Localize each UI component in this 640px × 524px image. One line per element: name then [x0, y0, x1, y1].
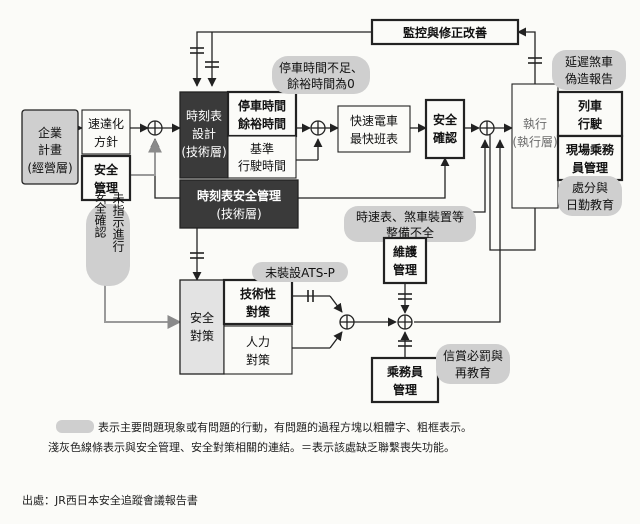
- not-enforced-callout: 未指示進行 安全確認: [86, 189, 130, 286]
- legend-swatch: [56, 420, 94, 433]
- svg-text:快速電車: 快速電車: [350, 114, 398, 128]
- svg-text:確認: 確認: [433, 130, 457, 145]
- sum-node-2: [310, 120, 326, 136]
- sum-nodes: [147, 120, 495, 330]
- break-marks: [190, 47, 542, 347]
- svg-text:安全: 安全: [190, 310, 214, 325]
- svg-text:偽造報告: 偽造報告: [565, 72, 613, 86]
- svg-text:停車時間: 停車時間: [238, 98, 286, 113]
- svg-text:行駛: 行駛: [577, 116, 603, 131]
- svg-text:整備不全: 整備不全: [386, 225, 434, 240]
- svg-text:管理: 管理: [94, 180, 118, 195]
- svg-text:時速表、煞車裝置等: 時速表、煞車裝置等: [356, 210, 464, 224]
- not-enforced-col-2: 安全確認: [93, 189, 107, 238]
- svg-text:方針: 方針: [94, 134, 118, 149]
- svg-text:(經營層): (經營層): [27, 161, 72, 175]
- svg-text:列車: 列車: [578, 98, 602, 113]
- svg-text:(技術層): (技術層): [181, 145, 226, 159]
- svg-text:安全: 安全: [433, 112, 458, 127]
- svg-text:計畫: 計畫: [38, 142, 62, 157]
- svg-text:員管理: 員管理: [571, 160, 608, 175]
- svg-text:對策: 對策: [246, 353, 270, 367]
- monitor-box: 監控與修正改善: [370, 18, 520, 46]
- svg-text:現場乘務: 現場乘務: [566, 142, 615, 157]
- svg-text:日勤教育: 日勤教育: [566, 197, 614, 212]
- svg-text:餘裕時間: 餘裕時間: [238, 116, 286, 131]
- crew-management-box: 乘務員 管理: [370, 356, 440, 404]
- svg-text:最快班表: 最快班表: [350, 132, 398, 146]
- speedometer-problem-callout: 時速表、煞車裝置等 整備不全: [344, 206, 476, 242]
- svg-text:基準: 基準: [250, 141, 274, 156]
- svg-text:信賞必罰與: 信賞必罰與: [443, 349, 503, 363]
- base-time-box: 基準 行駛時間: [227, 135, 297, 179]
- safety-management-box: 安全 管理: [80, 154, 132, 202]
- human-measures-box: 人力 對策: [223, 325, 293, 375]
- source-note: 出處：JR西日本安全追蹤會議報告書: [22, 493, 198, 507]
- speed-policy-box: 速達化 方針: [81, 109, 131, 155]
- svg-text:(執行層): (執行層): [512, 135, 557, 149]
- stop-time-problem-callout: 停車時間不足、 餘裕時間為0: [272, 56, 370, 94]
- svg-text:對策: 對策: [246, 304, 271, 319]
- safety-check-box: 安全 確認: [424, 98, 466, 160]
- execution-box: 執行 (執行層): [511, 83, 559, 209]
- svg-text:(技術層): (技術層): [216, 207, 261, 221]
- svg-text:餘裕時間為0: 餘裕時間為0: [287, 76, 355, 91]
- svg-text:行駛時間: 行駛時間: [238, 159, 286, 173]
- reward-punish-callout: 信賞必罰與 再教育: [436, 344, 510, 384]
- sum-node-3: [479, 120, 495, 136]
- caption-line-1: 表示主要問題現象或有問題的行動，有問題的過程方塊以粗體字、粗框表示。: [98, 420, 472, 434]
- not-enforced-col-1: 未指示進行: [111, 192, 125, 252]
- svg-text:停車時間不足、: 停車時間不足、: [279, 60, 363, 75]
- train-run-box: 列車 行駛: [556, 90, 624, 138]
- site-crew-management-box: 現場乘務 員管理: [556, 134, 624, 182]
- svg-text:速達化: 速達化: [88, 117, 124, 131]
- sum-node-1: [147, 120, 163, 136]
- svg-text:延遲煞車: 延遲煞車: [565, 55, 613, 69]
- svg-text:管理: 管理: [393, 382, 417, 397]
- svg-text:未裝設ATS-P: 未裝設ATS-P: [265, 265, 335, 280]
- safety-measures-box: 安全 對策: [179, 279, 225, 375]
- caption-line-2: 淺灰色線條表示與安全管理、安全對策相關的連結。＝表示該處缺乏聯繫喪失功能。: [48, 440, 455, 454]
- punishment-callout: 處分與 日勤教育: [558, 176, 622, 216]
- express-timetable-box: 快速電車 最快班表: [337, 105, 411, 153]
- svg-text:安全: 安全: [94, 162, 119, 177]
- svg-text:設計: 設計: [192, 126, 216, 141]
- svg-text:處分與: 處分與: [572, 181, 608, 195]
- ats-missing-callout: 未裝設ATS-P: [252, 262, 348, 282]
- connector-lines: [73, 27, 536, 358]
- sum-node-5: [397, 314, 413, 330]
- svg-text:維護: 維護: [393, 244, 418, 259]
- timetable-design-box: 時刻表 設計 (技術層): [179, 91, 229, 179]
- maintenance-box: 維護 管理: [382, 236, 428, 285]
- svg-text:技術性: 技術性: [240, 286, 276, 301]
- delay-report-callout: 延遲煞車 偽造報告: [552, 50, 626, 90]
- svg-text:乘務員: 乘務員: [386, 364, 423, 379]
- legend: 表示主要問題現象或有問題的行動，有問題的過程方塊以粗體字、粗框表示。 淺灰色線條…: [48, 420, 472, 454]
- sum-node-4: [339, 314, 355, 330]
- svg-text:管理: 管理: [393, 262, 417, 277]
- svg-text:執行: 執行: [523, 117, 547, 131]
- svg-text:對策: 對策: [190, 329, 214, 343]
- stop-time-box: 停車時間 餘裕時間: [226, 90, 298, 138]
- timetable-safety-management-box: 時刻表安全管理 (技術層): [179, 179, 299, 229]
- svg-text:監控與修正改善: 監控與修正改善: [403, 25, 487, 40]
- svg-text:再教育: 再教育: [455, 365, 491, 380]
- svg-text:人力: 人力: [246, 335, 270, 349]
- corporate-plan-box: 企業 計畫 (經營層): [21, 109, 79, 185]
- svg-text:時刻表安全管理: 時刻表安全管理: [197, 188, 281, 203]
- svg-text:企業: 企業: [38, 125, 62, 140]
- tech-measures-box: 技術性 對策: [222, 278, 294, 326]
- svg-text:時刻表: 時刻表: [186, 109, 222, 123]
